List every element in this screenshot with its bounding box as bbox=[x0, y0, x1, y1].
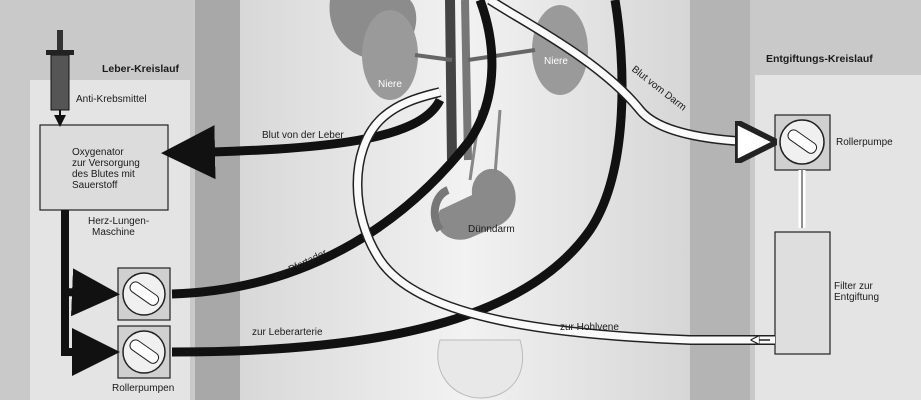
oxygenator-line-3: des Blutes mit bbox=[72, 169, 135, 180]
intestine-label: Dünndarm bbox=[468, 224, 515, 235]
kidney-left-label: Niere bbox=[378, 79, 402, 90]
machine-line-2: Maschine bbox=[92, 227, 135, 238]
left-arm-shadow bbox=[195, 0, 240, 400]
oxygenator-line-2: zur Versorgung bbox=[72, 158, 140, 169]
right-circuit-title: Entgiftungs-Kreislauf bbox=[766, 54, 873, 65]
left-circuit-title: Leber-Kreislauf bbox=[102, 64, 179, 75]
machine-line-1: Herz-Lungen- bbox=[88, 216, 149, 227]
roller-pump-right-label: Rollerpumpe bbox=[836, 137, 893, 148]
kidney-right-label: Niere bbox=[544, 56, 568, 67]
from-liver-label: Blut von der Leber bbox=[262, 130, 344, 141]
syringe-icon bbox=[51, 55, 69, 110]
oxygenator-line-1: Oxygenator bbox=[72, 147, 124, 158]
hepatic-artery-label: zur Leberarterie bbox=[252, 327, 323, 338]
oxygenator-line-4: Sauerstoff bbox=[72, 180, 117, 191]
drug-label: Anti-Krebsmittel bbox=[76, 94, 147, 105]
kidney-right bbox=[532, 5, 588, 95]
vena-cava-label: zur Hohlvene bbox=[560, 322, 619, 333]
filter-line-1: Filter zur bbox=[834, 281, 873, 292]
filter-line-2: Entgiftung bbox=[834, 292, 879, 303]
filter-box bbox=[775, 232, 830, 354]
aorta bbox=[450, 0, 452, 160]
roller-pumps-label: Rollerpumpen bbox=[112, 383, 174, 394]
